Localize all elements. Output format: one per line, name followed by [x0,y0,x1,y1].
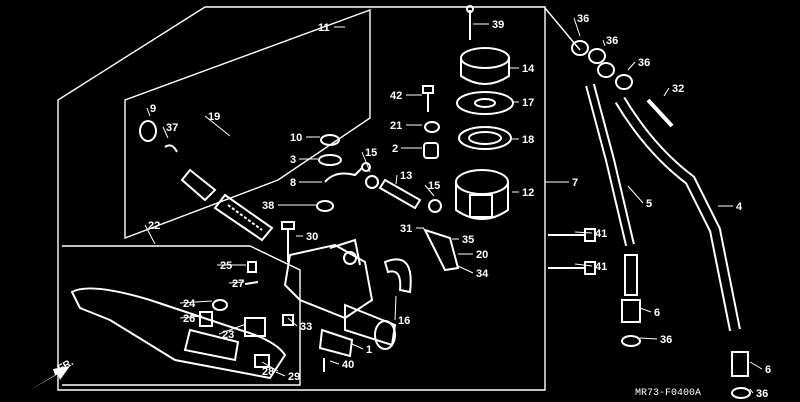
leader-line-36 [573,17,581,37]
leader-line-9 [146,107,151,117]
callout-36: 36 [638,57,650,69]
frame-lines [57,6,581,391]
callout-2: 2 [392,143,398,155]
leader-line-27 [228,281,245,284]
callout-18: 18 [522,134,534,146]
callout-22: 22 [148,220,160,232]
callout-25: 25 [220,260,232,272]
callout-30: 30 [306,231,318,243]
leader-line-40 [329,360,340,365]
callout-17: 17 [522,97,534,109]
callout-35: 35 [462,234,474,246]
leader-line-33 [287,317,298,327]
callout-16: 16 [398,315,410,327]
callout-27: 27 [232,278,244,290]
callout-41: 41 [595,228,607,240]
callout-34: 34 [476,268,489,280]
callout-13: 13 [400,170,412,182]
callout-4: 4 [736,201,743,213]
leader-line-23 [218,323,247,335]
callout-6: 6 [765,364,771,376]
leader-line-15 [424,184,435,197]
callout-8: 8 [290,177,296,189]
callout-14: 14 [522,63,535,75]
callout-36: 36 [577,13,589,25]
leader-line-15 [361,151,371,173]
leader-line-22 [144,224,156,245]
callout-7: 7 [572,177,578,189]
drawing-code: MR73-F0400A [635,388,701,399]
leader-line-36 [639,337,658,340]
callout-5: 5 [646,198,652,210]
callout-11: 11 [318,22,330,34]
leader-line-19 [204,115,231,137]
callout-9: 9 [150,103,156,115]
callout-3: 3 [290,154,296,166]
leader-line-37 [162,126,169,139]
callout-26: 26 [183,313,195,325]
leader-line-26 [179,315,203,319]
leader-line-36 [602,39,606,47]
leader-line-16 [394,295,397,321]
callout-39: 39 [492,19,504,31]
callout-6: 6 [654,307,660,319]
callout-37: 37 [166,122,178,134]
leader-line-29 [275,371,286,377]
callout-38: 38 [262,200,274,212]
direction-label: FR. [56,357,76,375]
leader-line-32 [663,87,670,97]
part-drawings [70,5,751,399]
callout-40: 40 [342,359,354,371]
callout-24: 24 [183,298,196,310]
leader-line-34 [457,265,474,274]
leader-line-24 [179,300,213,304]
callout-41: 41 [595,261,607,273]
callout-1: 1 [366,344,372,356]
leader-line-36 [627,61,636,71]
callout-10: 10 [290,132,302,144]
leader-line-41 [574,263,593,267]
callout-15: 15 [365,147,377,159]
callout-20: 20 [476,249,488,261]
leader-line-6 [749,361,763,370]
leader-line-36 [749,388,754,394]
leader-line-41 [574,231,593,234]
callout-42: 42 [390,90,402,102]
callout-29: 29 [288,371,300,383]
leader-line-28 [261,361,279,372]
callout-15: 15 [428,180,440,192]
leader-line-13 [395,174,398,185]
callout-36: 36 [606,35,618,47]
callout-36: 36 [660,334,672,346]
callout-36: 36 [756,388,768,400]
callout-33: 33 [300,321,312,333]
leader-line-6 [639,307,652,313]
callout-19: 19 [208,111,220,123]
callout-12: 12 [522,187,534,199]
leader-line-5 [627,185,644,204]
callout-21: 21 [390,120,402,132]
callout-28: 28 [262,366,274,378]
leader-line-1 [351,343,364,350]
callout-32: 32 [672,83,684,95]
callout-31: 31 [400,223,412,235]
